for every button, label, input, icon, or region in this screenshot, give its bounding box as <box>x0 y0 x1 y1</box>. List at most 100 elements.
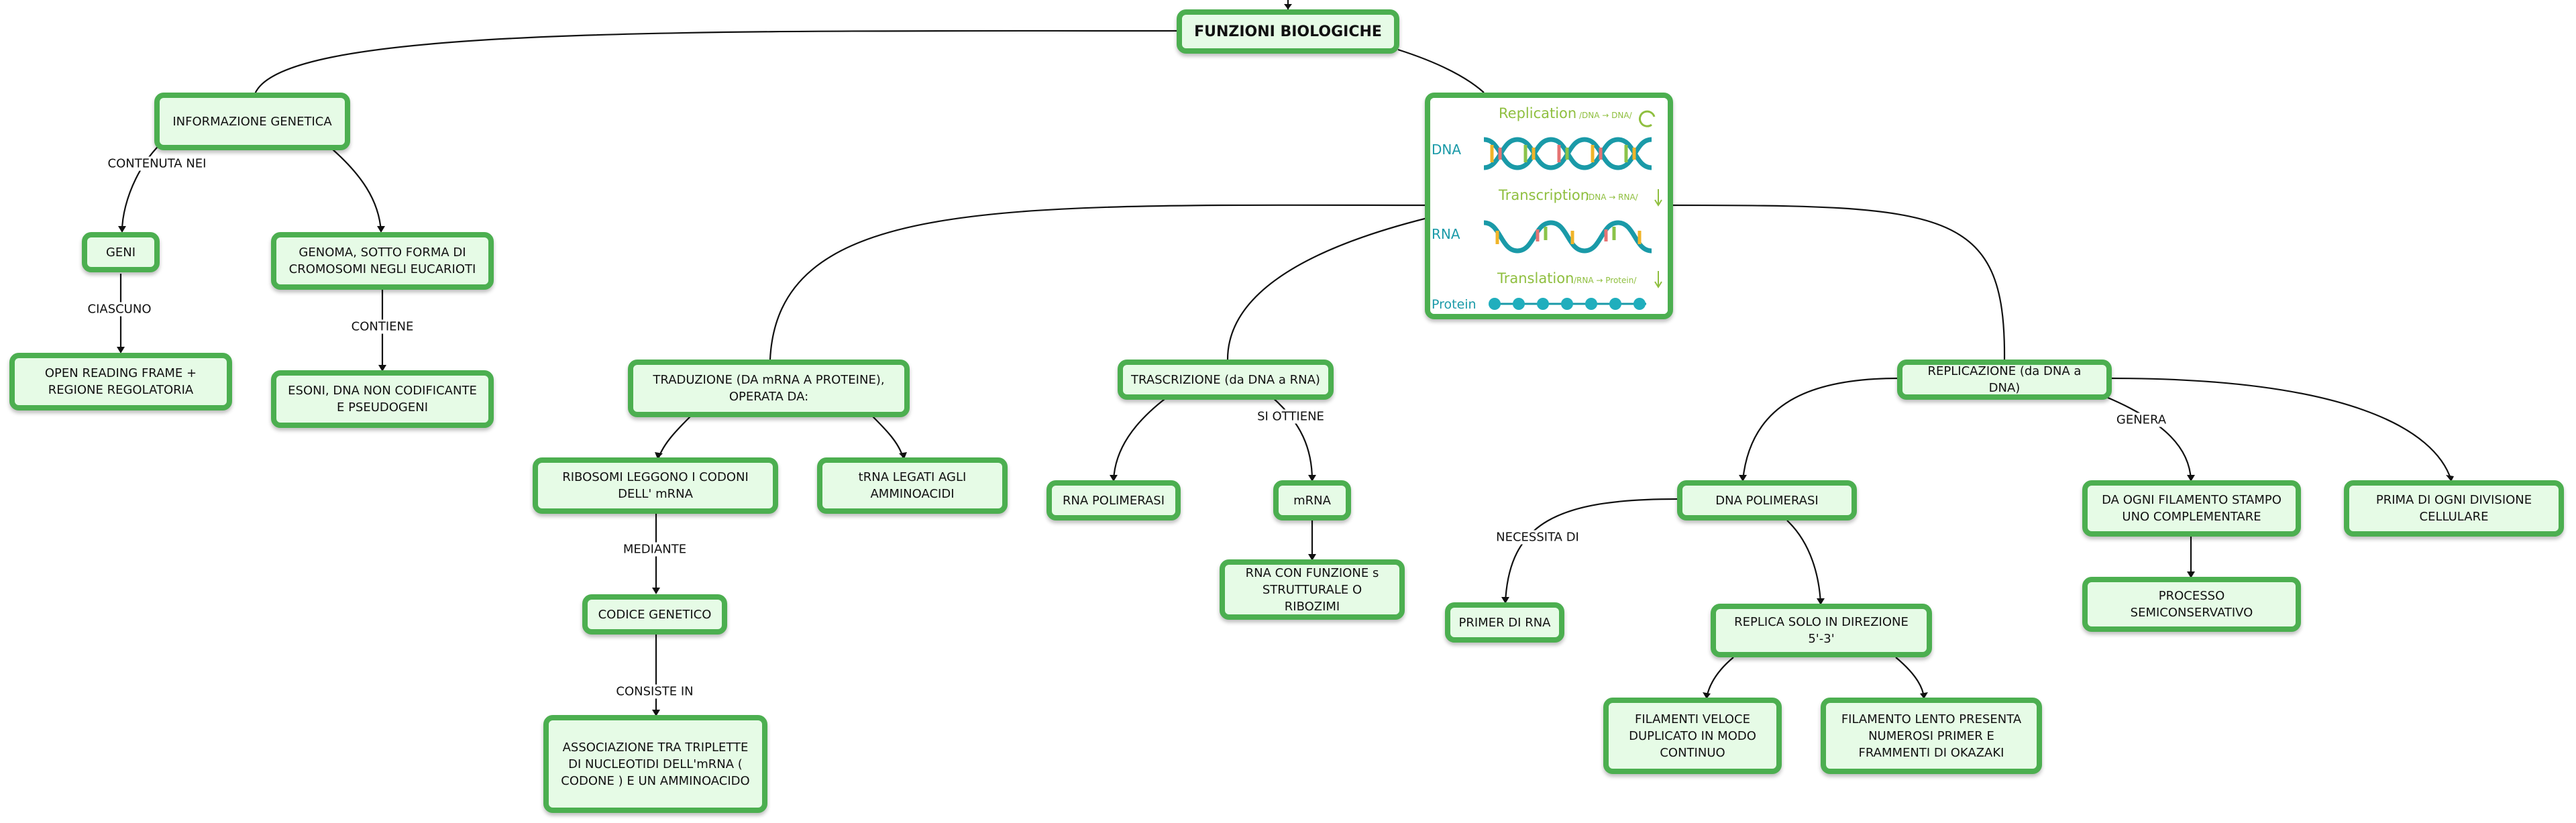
link-replicazione-dnapol <box>1741 377 1899 481</box>
translation-sub: /RNA → Protein/ <box>1574 276 1637 285</box>
arrowhead <box>2187 571 2195 578</box>
node-trna[interactable]: tRNA LEGATI AGLI AMMINOACIDI <box>817 457 1008 514</box>
link-label-ciascuno: CIASCUNO <box>85 302 154 317</box>
link-replicazione-prima <box>2110 377 2453 481</box>
node-filamenti-veloce[interactable]: FILAMENTI VELOCE DUPLICATO IN MODO CONTI… <box>1603 698 1782 774</box>
node-label: REPLICAZIONE (da DNA a DNA) <box>1927 364 2082 395</box>
node-filamento-lento[interactable]: FILAMENTO LENTO PRESENTA NUMEROSI PRIMER… <box>1821 698 2042 774</box>
transcription-sub: /DNA → RNA/ <box>1586 193 1639 202</box>
node-esoni[interactable]: ESONI, DNA NON CODIFICANTE E PSEUDOGENI <box>271 370 494 428</box>
replication-label: Replication <box>1499 105 1576 121</box>
transcription-label: Transcription <box>1498 187 1589 203</box>
link-image-trascrizione <box>1226 215 1436 360</box>
arrowhead <box>1817 598 1825 605</box>
node-genoma[interactable]: GENOMA, SOTTO FORMA DI CROMOSOMI NEGLI E… <box>271 232 494 290</box>
arrowhead <box>117 347 125 353</box>
arrowhead <box>118 226 126 233</box>
node-label: ESONI, DNA NON CODIFICANTE E PSEUDOGENI <box>288 384 477 415</box>
rna-strand-icon <box>1483 220 1652 254</box>
node-label: PRIMA DI OGNI DIVISIONE CELLULARE <box>2375 493 2532 524</box>
protein-side-label: Protein <box>1432 297 1477 312</box>
node-label: TRADUZIONE (DA mRNA A PROTEINE), OPERATA… <box>653 373 885 404</box>
node-informazione-genetica[interactable]: INFORMAZIONE GENETICA <box>154 93 350 150</box>
node-label: FILAMENTO LENTO PRESENTA NUMEROSI PRIMER… <box>1841 712 2022 760</box>
down-arrow-icon <box>1654 189 1662 207</box>
node-label: INFORMAZIONE GENETICA <box>172 114 332 129</box>
node-label: DA OGNI FILAMENTO STAMPO UNO COMPLEMENTA… <box>2102 493 2282 524</box>
node-label: PRIMER DI RNA <box>1458 615 1551 630</box>
node-label: TRASCRIZIONE (da DNA a RNA) <box>1131 372 1320 387</box>
link-label-necessita-di: NECESSITA DI <box>1494 530 1581 545</box>
node-da-ogni-filamento[interactable]: DA OGNI FILAMENTO STAMPO UNO COMPLEMENTA… <box>2082 480 2301 537</box>
node-associazione[interactable]: ASSOCIAZIONE TRA TRIPLETTE DI NUCLEOTIDI… <box>543 715 767 813</box>
node-codice-genetico[interactable]: CODICE GENETICO <box>582 594 727 635</box>
link-trascrizione-mrna <box>1271 396 1313 481</box>
node-processo-semiconservativo[interactable]: PROCESSO SEMICONSERVATIVO <box>2082 577 2301 632</box>
dna-side-label: DNA <box>1432 142 1461 158</box>
node-label: GENOMA, SOTTO FORMA DI CROMOSOMI NEGLI E… <box>288 245 476 276</box>
arrowhead <box>2187 475 2195 482</box>
link-trascrizione-rnapol <box>1112 396 1168 481</box>
node-rna-polimerasi[interactable]: RNA POLIMERASI <box>1046 480 1181 520</box>
link-image-replicazione <box>1670 204 2006 360</box>
node-label: PROCESSO SEMICONSERVATIVO <box>2130 589 2253 620</box>
replication-cycle-icon <box>1638 110 1656 127</box>
node-replicazione[interactable]: REPLICAZIONE (da DNA a DNA) <box>1897 360 2112 400</box>
node-dna-polimerasi[interactable]: DNA POLIMERASI <box>1677 480 1857 520</box>
node-label: GENI <box>105 245 136 260</box>
node-replica-solo[interactable]: REPLICA SOLO IN DIREZIONE 5'-3' <box>1711 604 1932 657</box>
root-node[interactable]: FUNZIONI BIOLOGICHE <box>1177 9 1399 54</box>
node-label: RNA POLIMERASI <box>1062 493 1165 508</box>
rna-side-label: RNA <box>1432 226 1460 242</box>
node-label: CODICE GENETICO <box>598 607 712 622</box>
node-primer-rna[interactable]: PRIMER DI RNA <box>1445 602 1564 643</box>
node-label: mRNA <box>1293 493 1331 508</box>
link-label-contenuta-nei: CONTENUTA NEI <box>105 156 209 171</box>
link-label-contiene: CONTIENE <box>349 319 416 334</box>
replication-sub: /DNA → DNA/ <box>1579 111 1633 120</box>
link-root-info <box>254 30 1177 95</box>
node-label: RNA CON FUNZIONE s STRUTTURALE O RIBOZIM… <box>1245 565 1379 614</box>
link-traduzione-ribosomi <box>657 415 692 458</box>
link-replica-veloce <box>1705 657 1734 698</box>
node-label: REPLICA SOLO IN DIREZIONE 5'-3' <box>1734 615 1909 646</box>
arrowhead <box>652 588 660 594</box>
node-ribosomi[interactable]: RIBOSOMI LEGGONO I CODONI DELL' mRNA <box>533 457 778 514</box>
arrowhead <box>1501 597 1509 604</box>
central-dogma-image[interactable]: Replication /DNA → DNA/ DNA Transcriptio… <box>1425 93 1673 319</box>
node-label: ASSOCIAZIONE TRA TRIPLETTE DI NUCLEOTIDI… <box>561 740 750 788</box>
link-info-genoma <box>327 144 382 232</box>
node-traduzione[interactable]: TRADUZIONE (DA mRNA A PROTEINE), OPERATA… <box>628 360 910 417</box>
node-label: tRNA LEGATI AGLI AMMINOACIDI <box>858 470 967 501</box>
arrowhead <box>1920 692 1928 699</box>
arrowhead <box>1308 554 1316 561</box>
link-label-consiste-in: CONSISTE IN <box>614 684 696 699</box>
arrowhead <box>655 452 663 459</box>
arrowhead <box>899 452 907 459</box>
node-label: OPEN READING FRAME + REGIONE REGOLATORIA <box>44 366 197 397</box>
translation-label: Translation <box>1497 270 1574 286</box>
arrowhead <box>1284 4 1292 9</box>
node-mrna[interactable]: mRNA <box>1273 480 1351 520</box>
dna-helix-icon <box>1483 137 1652 170</box>
central-dogma-illustration: Replication /DNA → DNA/ DNA Transcriptio… <box>1430 98 1668 314</box>
node-open-reading-frame[interactable]: OPEN READING FRAME + REGIONE REGOLATORIA <box>9 353 232 410</box>
link-root-image <box>1397 48 1485 93</box>
protein-chain-icon <box>1489 298 1646 310</box>
link-traduzione-trna <box>871 415 904 458</box>
arrowhead <box>652 710 660 716</box>
arrowhead <box>1308 475 1316 482</box>
arrowhead <box>377 226 385 233</box>
root-node-label: FUNZIONI BIOLOGICHE <box>1194 23 1382 40</box>
node-prima-di-ogni-divisione[interactable]: PRIMA DI OGNI DIVISIONE CELLULARE <box>2344 480 2564 537</box>
node-rna-funzione[interactable]: RNA CON FUNZIONE s STRUTTURALE O RIBOZIM… <box>1220 559 1405 620</box>
arrowhead <box>1703 692 1711 699</box>
link-replica-lento <box>1895 657 1925 698</box>
link-dnapol-replica <box>1786 520 1822 604</box>
arrowhead <box>1739 475 1747 482</box>
link-label-si-ottiene: SI OTTIENE <box>1255 409 1326 424</box>
node-trascrizione[interactable]: TRASCRIZIONE (da DNA a RNA) <box>1118 360 1334 400</box>
node-label: RIBOSOMI LEGGONO I CODONI DELL' mRNA <box>562 470 749 501</box>
arrowhead <box>378 365 386 372</box>
node-geni[interactable]: GENI <box>82 232 160 272</box>
